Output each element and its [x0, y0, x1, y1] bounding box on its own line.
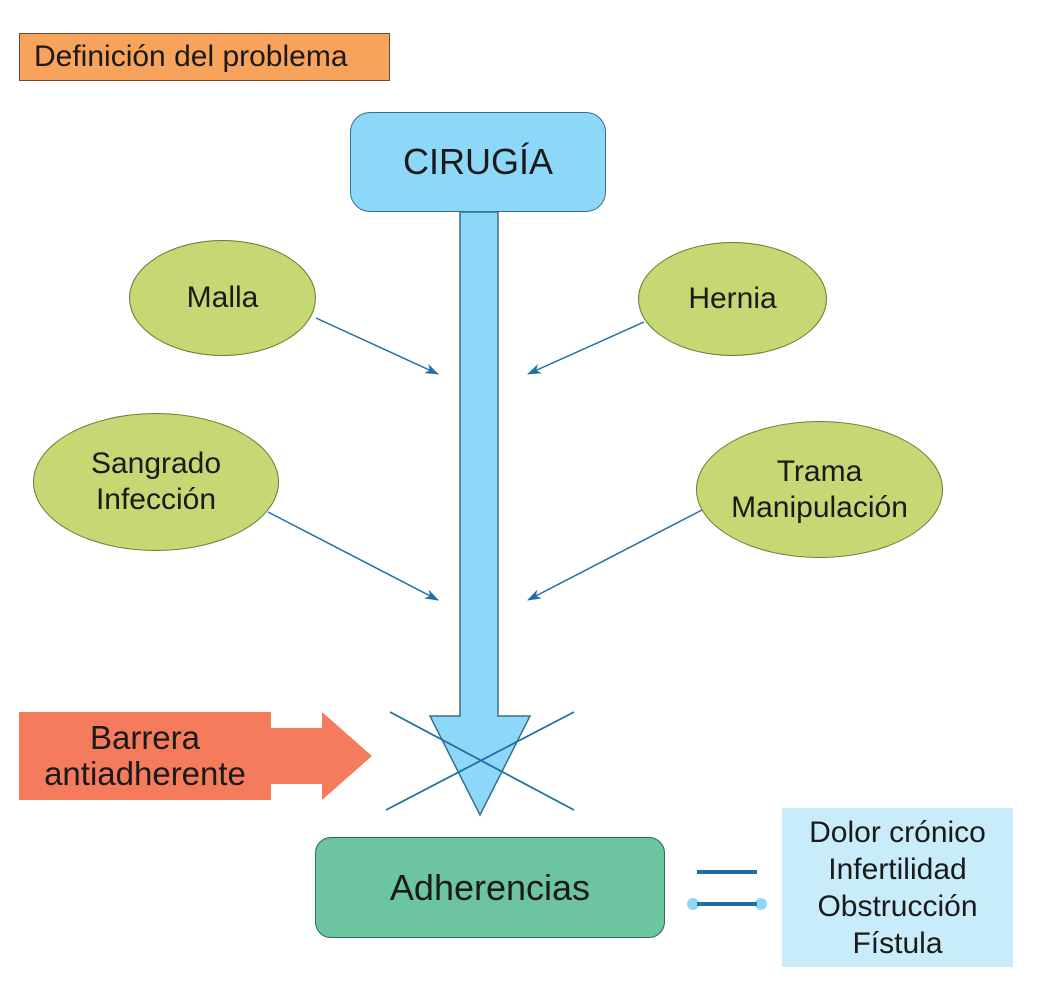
manipulation-label: Manipulación — [731, 490, 908, 524]
consequence-fistula: Fístula — [852, 926, 943, 960]
cross-line-1 — [389, 711, 575, 811]
mesh-node: Malla — [129, 240, 316, 356]
cross-line-2 — [385, 711, 575, 811]
mesh-label: Malla — [186, 281, 259, 314]
trauma-manipulation-node: Trama Manipulación — [696, 421, 943, 558]
barrier-node: Barrera antiadherente — [19, 712, 271, 800]
consequence-chronic-pain: Dolor crónico — [809, 815, 986, 849]
surgery-node: CIRUGÍA — [350, 112, 606, 212]
consequence-obstruction: Obstrucción — [817, 889, 978, 923]
arrow-bleeding — [267, 511, 439, 601]
equals-icon — [687, 870, 767, 910]
adhesions-node: Adherencias — [315, 837, 665, 938]
infection-label: Infección — [95, 483, 217, 516]
diagram-title-text: Definición del problema — [34, 40, 348, 73]
barrier-label-2: antiadherente — [44, 755, 246, 792]
arrow-trauma — [527, 509, 703, 601]
consequences-box: Dolor crónico Infertilidad Obstrucción F… — [782, 808, 1013, 967]
adhesions-label: Adherencias — [389, 866, 591, 908]
hernia-label: Hernia — [688, 282, 777, 315]
hernia-node: Hernia — [638, 242, 827, 356]
diagram-title: Definición del problema — [19, 33, 390, 81]
trauma-label: Trama — [776, 454, 863, 488]
barrier-label-1: Barrera — [89, 719, 201, 756]
bleeding-infection-node: Sangrado Infección — [33, 413, 279, 551]
consequence-infertility: Infertilidad — [828, 852, 967, 886]
bleeding-label: Sangrado — [90, 447, 222, 480]
surgery-label: CIRUGÍA — [402, 141, 553, 182]
main-flow-arrow — [428, 211, 532, 817]
arrow-hernia — [527, 321, 645, 375]
arrow-mesh — [315, 317, 439, 375]
barrier-arrow — [19, 712, 372, 800]
